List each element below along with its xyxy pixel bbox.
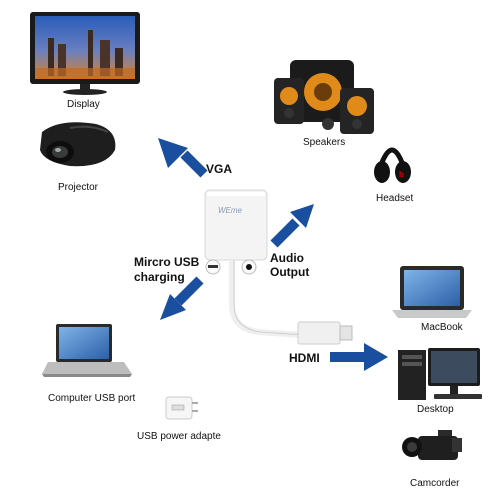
label-display: Display	[67, 99, 100, 110]
arrow-hdmi	[330, 343, 388, 371]
label-micro-usb-line1: Mircro USB	[134, 255, 200, 269]
label-projector: Projector	[58, 182, 99, 193]
arrow-usb	[160, 276, 204, 320]
label-vga: VGA	[206, 162, 233, 176]
label-speakers: Speakers	[303, 137, 346, 148]
label-camcorder: Camcorder	[410, 478, 460, 489]
svg-text:b: b	[399, 170, 404, 179]
label-usb-power-adapter: USB power adapte	[137, 431, 221, 442]
label-audio-line1: Audio	[270, 251, 304, 265]
arrow-vga	[158, 138, 208, 178]
adapter-logo: WEme	[218, 206, 243, 215]
adapter-icon: WEme	[204, 189, 353, 345]
label-audio-line2: Output	[270, 265, 310, 279]
label-desktop: Desktop	[417, 404, 454, 415]
arrow-audio	[270, 204, 314, 248]
label-micro-usb-line2: charging	[134, 270, 185, 284]
headset-icon: b	[374, 147, 411, 183]
label-hdmi: HDMI	[289, 351, 320, 365]
laptop-icon	[42, 324, 132, 377]
desktop-icon	[398, 348, 482, 400]
speakers-icon	[274, 60, 374, 134]
camcorder-icon	[402, 430, 462, 460]
label-headset: Headset	[376, 193, 414, 204]
label-computer-usb-port: Computer USB port	[48, 393, 136, 404]
label-macbook: MacBook	[421, 322, 463, 333]
monitor-icon	[30, 12, 140, 95]
macbook-icon	[392, 266, 472, 318]
usb-power-adapter-icon	[165, 396, 198, 420]
projector-icon	[40, 122, 116, 167]
